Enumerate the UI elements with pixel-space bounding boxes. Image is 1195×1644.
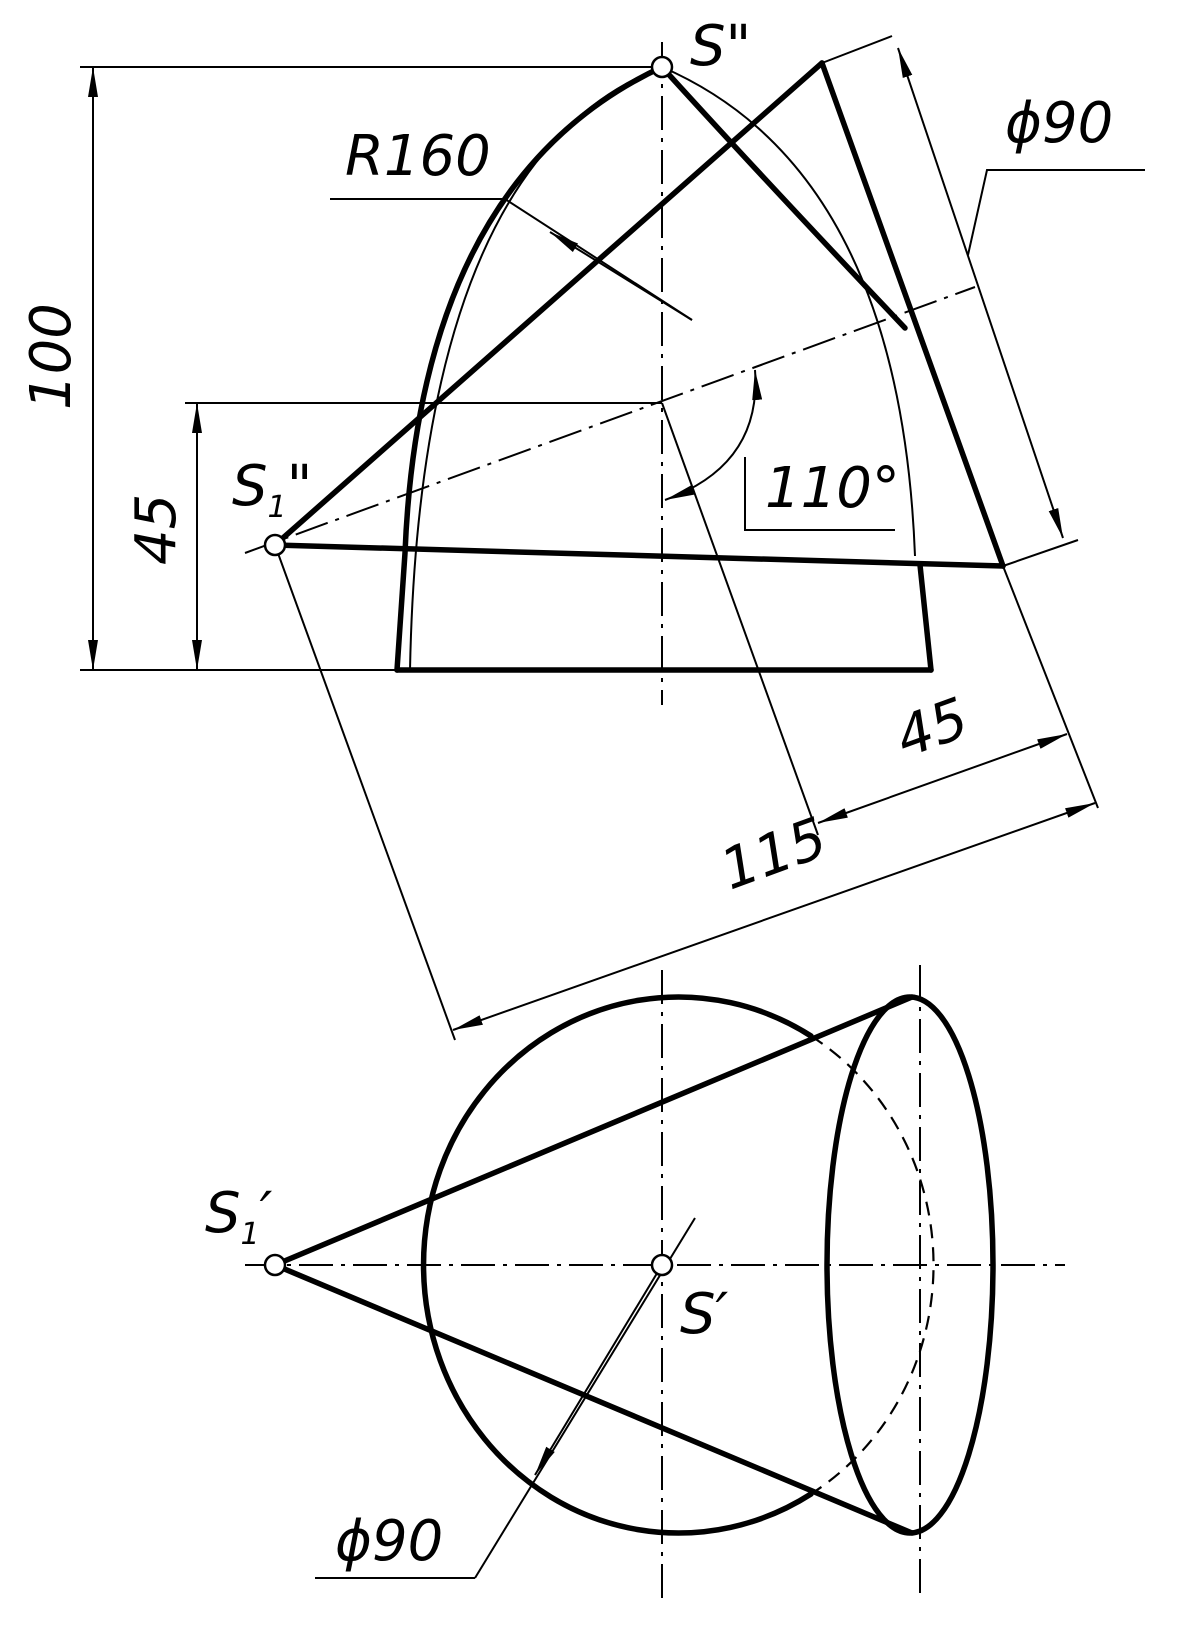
cone-upper-generator <box>272 60 825 548</box>
dim-115-ext-base <box>1002 565 1099 809</box>
r160-arrow <box>549 231 693 321</box>
angle-110-leader <box>744 457 895 531</box>
point-s1-top <box>263 1253 287 1277</box>
dim-115-line <box>452 802 1096 1031</box>
sphere-circle-visible <box>420 994 814 1536</box>
label-dim-45-vertical: 45 <box>124 494 189 565</box>
phi90-leader <box>967 169 1145 256</box>
label-s1-front: S1" <box>232 454 312 525</box>
apex-s1-front <box>263 533 287 557</box>
label-s1-top: S1′ <box>205 1181 273 1252</box>
cone-top-generator-lower <box>272 1262 915 1536</box>
label-phi90-top: ϕ90 <box>1005 91 1113 156</box>
angle-110-arc <box>664 369 763 501</box>
cone-lower-generator <box>272 542 1006 569</box>
dim-115-ext-apex <box>274 544 456 1041</box>
front-view <box>80 35 1145 1041</box>
phi90-dim-line <box>897 47 1064 539</box>
cone-top-generator-upper <box>272 994 915 1268</box>
label-s-top: S′ <box>680 1282 729 1347</box>
cone-axis <box>244 286 976 554</box>
label-s-front: S" <box>690 14 751 79</box>
point-s-top <box>650 1253 674 1277</box>
label-angle-110: 110° <box>765 456 900 521</box>
dim-45-ext-axis <box>661 402 819 836</box>
labels: S" S1" R160 ϕ90 100 45 110° 45 115 S1′ S… <box>19 14 1113 1574</box>
label-phi90-bottom: ϕ90 <box>335 1509 443 1574</box>
phi90-bottom-leader-diag <box>474 1217 696 1579</box>
phi90-ext-top <box>821 35 893 64</box>
sphere-right-lower <box>917 562 934 673</box>
label-dim-115: 115 <box>713 806 836 904</box>
label-dim-45-cone: 45 <box>888 686 977 771</box>
sphere-visible-contour <box>394 64 665 673</box>
top-view <box>245 965 1065 1600</box>
label-r160: R160 <box>345 124 491 189</box>
phi90-ext-bottom <box>1002 539 1079 567</box>
apex-s-front <box>650 55 674 79</box>
label-dim-100: 100 <box>19 303 84 410</box>
phi90-bottom-arrow <box>534 1264 663 1476</box>
sphere-circle-hidden <box>810 1035 935 1495</box>
cone-right-seam <box>659 64 908 331</box>
